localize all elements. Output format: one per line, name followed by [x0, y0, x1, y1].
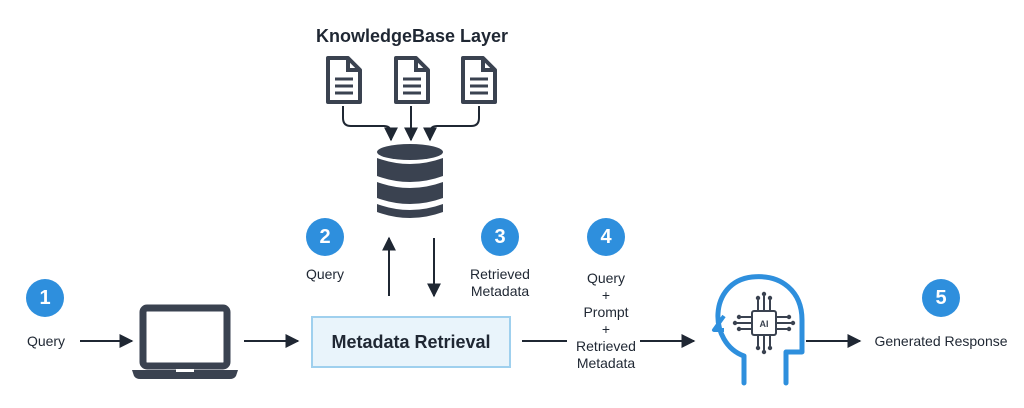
- document-icon: [461, 56, 497, 104]
- step-3-label: Retrieved Metadata: [470, 266, 530, 299]
- step-badge-5: 5: [922, 279, 960, 317]
- ai-head-icon: AI: [712, 274, 805, 386]
- step-1-label: Query: [26, 333, 66, 349]
- laptop-icon: [132, 304, 238, 379]
- step-5-label: Generated Response: [874, 333, 1008, 349]
- database-icon: [377, 144, 443, 218]
- document-to-database-arrows: [342, 106, 480, 142]
- step-badge-1: 1: [26, 279, 64, 317]
- step-badge-2: 2: [306, 218, 344, 256]
- knowledge-base-title: KnowledgeBase Layer: [315, 26, 509, 46]
- document-icon: [394, 56, 430, 104]
- step-badge-4: 4: [587, 218, 625, 256]
- ai-chip-text: AI: [760, 319, 769, 329]
- step-4-label: Query + Prompt + Retrieved Metadata: [576, 270, 636, 371]
- document-icon: [326, 56, 362, 104]
- step-2-label: Query: [305, 266, 345, 282]
- step-badge-3: 3: [481, 218, 519, 256]
- metadata-retrieval-box: Metadata Retrieval: [311, 316, 511, 368]
